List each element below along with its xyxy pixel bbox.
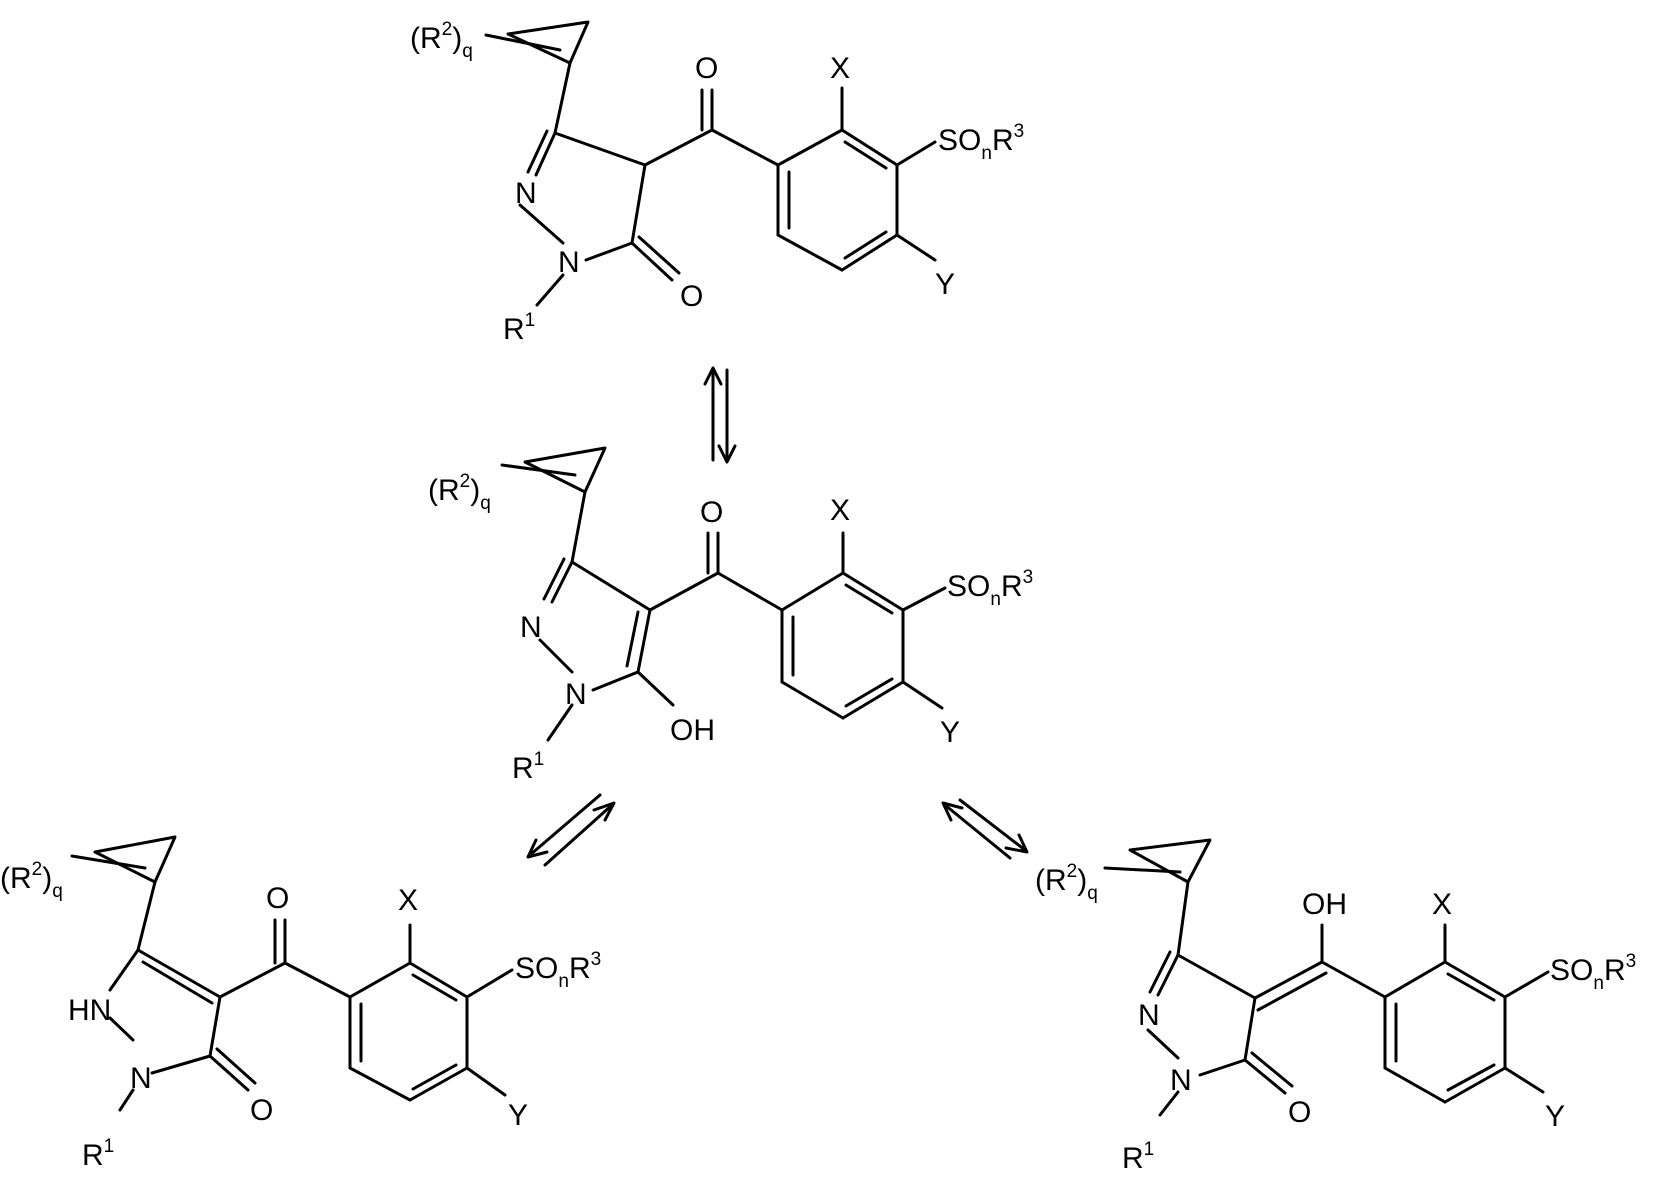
hn-atom-label: HN [68, 994, 111, 1027]
n2-atom-label: N [1138, 999, 1160, 1032]
x-substituent-label: X [830, 52, 850, 85]
n1-atom-label: N [558, 246, 580, 279]
y-substituent-label: Y [1545, 1100, 1565, 1133]
n2-atom-label: N [515, 177, 537, 210]
so-n-r3-label: SOnR3 [1550, 951, 1636, 994]
equilibrium-arrows-left [528, 795, 614, 865]
x-substituent-label: X [830, 494, 850, 527]
n2-atom-label: N [520, 611, 542, 644]
n1-atom-label: N [1170, 1064, 1192, 1097]
n1-atom-label: N [130, 1062, 152, 1095]
r2-group-label: (R2)q [410, 19, 473, 62]
so-n-r3-label: SOnR3 [515, 949, 601, 992]
y-substituent-label: Y [508, 1099, 528, 1132]
r1-group-label: R1 [512, 749, 544, 785]
n1-atom-label: N [565, 678, 587, 711]
r2-group-label: (R2)q [428, 471, 491, 514]
x-substituent-label: X [1432, 888, 1452, 921]
r2-group-label: (R2)q [1035, 861, 1098, 904]
ring-oxygen-label: O [1288, 1096, 1311, 1129]
equilibrium-arrows-right [943, 800, 1027, 858]
so-n-r3-label: SOnR3 [938, 121, 1024, 164]
so-n-r3-label: SOnR3 [947, 567, 1033, 610]
structure-keto-tautomer: (R2)q N N R1 O O X SOnR3 Y [410, 19, 1024, 346]
carbonyl-oxygen-label: O [700, 496, 723, 529]
carbonyl-oxygen-label: O [695, 52, 718, 85]
structure-nh-tautomer: (R2)q HN N R1 O O X SOnR3 Y [0, 837, 601, 1172]
ring-oxygen-label: O [250, 1094, 273, 1127]
r1-group-label: R1 [503, 310, 535, 346]
r1-group-label: R1 [82, 1136, 114, 1172]
y-substituent-label: Y [935, 268, 955, 301]
r2-group-label: (R2)q [0, 859, 63, 902]
equilibrium-arrows-top [705, 368, 735, 462]
structure-hydroxy-tautomer: (R2)q N N R1 OH O X SOnR3 Y [428, 448, 1033, 785]
x-substituent-label: X [398, 884, 418, 917]
y-substituent-label: Y [940, 716, 960, 749]
enol-hydroxy-label: OH [1302, 888, 1347, 921]
ring-oxygen-label: O [680, 280, 703, 313]
hydroxy-label: OH [670, 714, 715, 747]
carbonyl-oxygen-label: O [266, 882, 289, 915]
r1-group-label: R1 [1122, 1139, 1154, 1175]
structure-enol-tautomer: (R2)q N N R1 O OH X SOnR3 Y [1035, 840, 1636, 1175]
